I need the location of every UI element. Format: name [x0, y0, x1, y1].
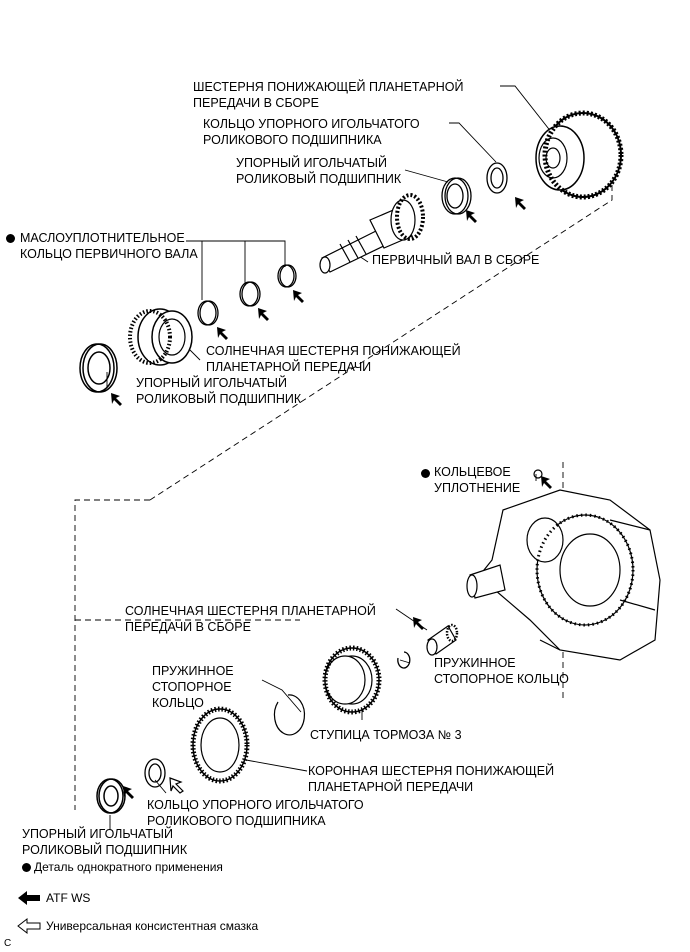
snap-ring-left [273, 694, 306, 736]
planetary-gear-assy [535, 110, 624, 200]
label-thrust-race-bottom: КОЛЬЦО УПОРНОГО ИГОЛЬЧАТОГО РОЛИКОВОГО П… [147, 798, 364, 828]
label-oil-seal-ring: МАСЛОУПЛОТНИТЕЛЬНОЕ КОЛЬЦО ПЕРВИЧНОГО ВА… [20, 231, 198, 261]
ring-gear [190, 706, 250, 784]
legend-atf: ATF WS [46, 891, 91, 905]
thrust-bearing-bottom [96, 778, 126, 814]
non-reusable-dot-icon [6, 234, 15, 243]
atf-arrow-icon [111, 393, 122, 406]
label-thrust-bearing-mid: УПОРНЫЙ ИГОЛЬЧАТЫЙ РОЛИКОВЫЙ ПОДШИПНИК [136, 376, 302, 406]
legend-non-reusable-dot-icon [22, 863, 31, 872]
atf-arrow-icon [515, 197, 526, 210]
label-input-shaft: ПЕРВИЧНЫЙ ВАЛ В СБОРЕ [372, 253, 540, 267]
input-shaft [319, 193, 425, 274]
label-sun-gear-assy: СОЛНЕЧНАЯ ШЕСТЕРНЯ ПЛАНЕТАРНОЙ ПЕРЕДАЧИ … [125, 604, 376, 634]
label-sun-gear-reduction: СОЛНЕЧНАЯ ШЕСТЕРНЯ ПОНИЖАЮЩЕЙ ПЛАНЕТАРНО… [206, 344, 461, 374]
label-thrust-bearing-top: УПОРНЫЙ ИГОЛЬЧАТЫЙ РОЛИКОВЫЙ ПОДШИПНИК [236, 156, 402, 186]
brake-hub-3 [322, 645, 382, 715]
transmission-case [466, 489, 661, 661]
atf-arrow-icon [258, 308, 269, 321]
atf-arrow-icon [541, 476, 552, 489]
leader-lines [106, 85, 553, 830]
thrust-race-bottom [144, 758, 166, 788]
label-o-ring: КОЛЬЦЕВОЕ УПЛОТНЕНИЕ [434, 465, 521, 495]
label-ring-gear: КОРОННАЯ ШЕСТЕРНЯ ПОНИЖАЮЩЕЙ ПЛАНЕТАРНОЙ… [308, 764, 555, 794]
grease-arrow-icon [169, 777, 184, 794]
oil-seal-rings [197, 264, 297, 326]
label-brake-hub: СТУПИЦА ТОРМОЗА № 3 [310, 728, 462, 742]
label-planetary-gear-assy: ШЕСТЕРНЯ ПОНИЖАЮЩЕЙ ПЛАНЕТАРНОЙ ПЕРЕДАЧИ… [193, 80, 464, 110]
atf-arrow-icon [413, 617, 424, 630]
atf-arrow-icon [466, 210, 477, 223]
label-thrust-bearing-bottom: УПОРНЫЙ ИГОЛЬЧАТЫЙ РОЛИКОВЫЙ ПОДШИПНИК [22, 827, 188, 857]
non-reusable-dot-icon [421, 469, 430, 478]
sun-gear-assy [426, 623, 459, 656]
atf-arrow-icon [217, 327, 228, 340]
thrust-race-top [486, 162, 508, 194]
legend-non-reusable: Деталь однократного применения [34, 860, 223, 874]
thrust-bearing-mid [79, 343, 118, 393]
atf-arrow-icon [293, 290, 304, 303]
sun-gear-reduction [128, 308, 193, 366]
o-ring [533, 469, 543, 479]
legend-grease-icon [17, 917, 41, 935]
label-thrust-race-top: КОЛЬЦО УПОРНОГО ИГОЛЬЧАТОГО РОЛИКОВОГО П… [203, 117, 420, 147]
legend-atf-icon [18, 891, 40, 905]
snap-ring-right [397, 651, 411, 669]
thrust-bearing-top [441, 177, 472, 215]
label-snap-ring-left: ПРУЖИННОЕ СТОПОРНОЕ КОЛЬЦО [152, 664, 234, 710]
label-snap-ring-right: ПРУЖИННОЕ СТОПОРНОЕ КОЛЬЦО [434, 656, 569, 686]
corner-mark: C [4, 938, 12, 949]
legend-grease: Универсальная консистентная смазка [46, 919, 259, 933]
